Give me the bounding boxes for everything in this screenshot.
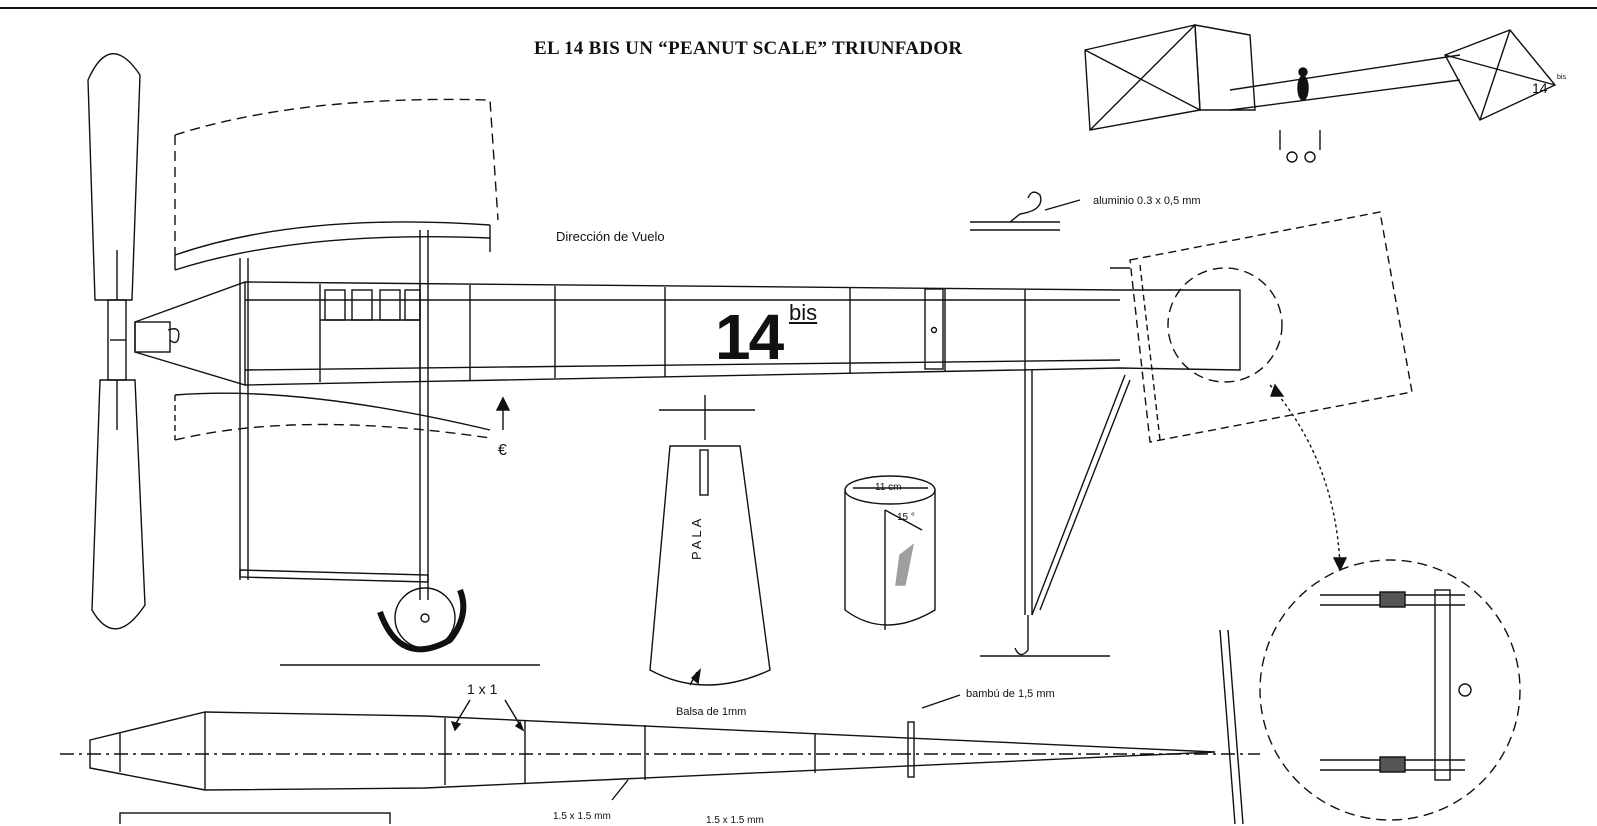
svg-text:€: € (498, 442, 507, 459)
cylinder-template (844, 475, 936, 630)
fuselage-suffix: bis (789, 300, 818, 325)
blade-label: PALA (689, 515, 704, 560)
cg-marker: € (495, 396, 511, 459)
sketch-suffix: bis (1557, 74, 1566, 81)
page-title: EL 14 BIS UN “PEANUT SCALE” TRIUNFADOR (534, 38, 963, 59)
section-size-label-b: 1.5 x 1.5 mm (706, 815, 764, 826)
wing-outline-upper (174, 98, 499, 271)
aluminum-label: aluminio 0.3 x 0,5 mm (1093, 195, 1201, 207)
section-size-label-a: 1.5 x 1.5 mm (553, 811, 611, 822)
tail-box (1110, 211, 1413, 443)
aluminum-hook-detail (970, 191, 1081, 231)
sketch-number: 14 (1532, 80, 1548, 96)
tail-detail-circle (1259, 383, 1521, 821)
fuselage-top-view (60, 629, 1260, 824)
strip-size-label: 1 x 1 (467, 681, 498, 697)
perspective-sketch (1084, 24, 1557, 163)
cylinder-angle-label: 15 ° (897, 512, 915, 523)
blade-template (649, 395, 771, 686)
engine-cylinders (320, 289, 421, 321)
wing-outline-lower (174, 392, 491, 441)
fuselage-side-view (134, 281, 1241, 386)
fuselage-number: 14 (715, 301, 784, 373)
landing-gear (239, 230, 1131, 666)
flight-direction-label: Dirección de Vuelo (556, 229, 665, 244)
wheel (377, 587, 467, 653)
propeller-drawing (87, 53, 146, 630)
balsa-label: Balsa de 1mm (676, 706, 747, 718)
cylinder-width-label: 11 cm (875, 482, 902, 493)
bamboo-label: bambú de 1,5 mm (966, 688, 1055, 700)
